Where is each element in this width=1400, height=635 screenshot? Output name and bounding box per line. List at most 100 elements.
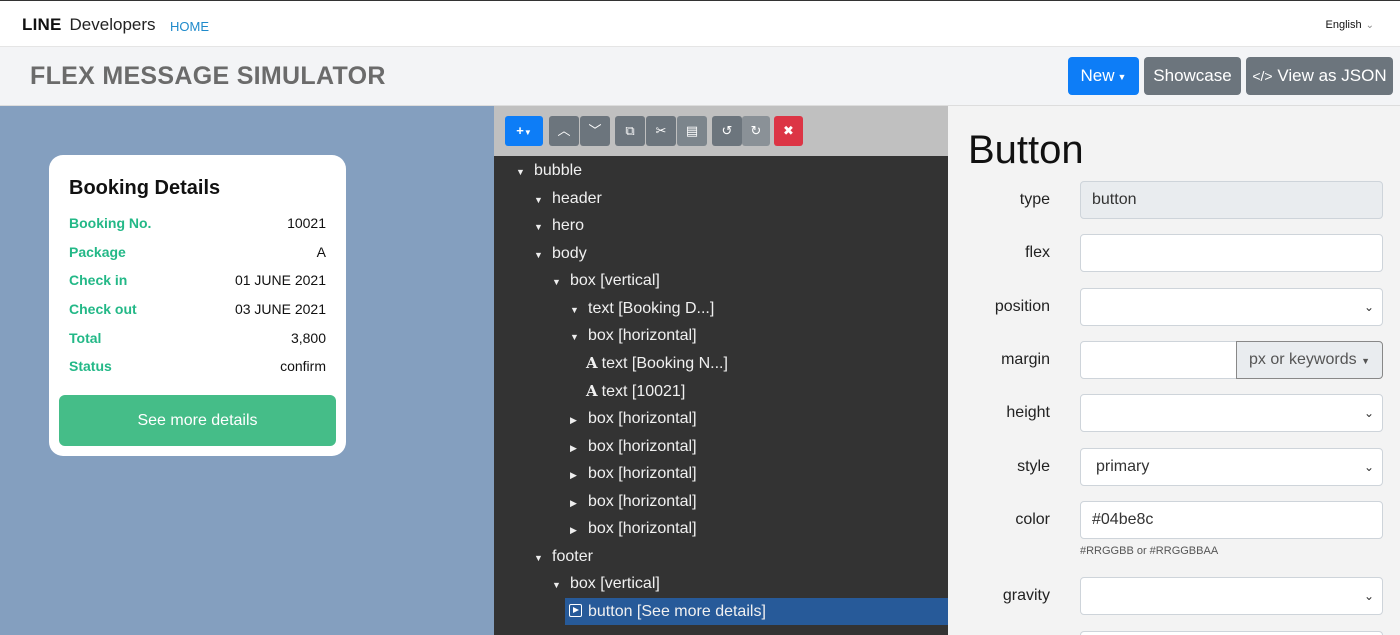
margin-unit-label: px or keywords bbox=[1249, 351, 1357, 368]
move-up-button[interactable]: ︿ bbox=[549, 116, 579, 146]
height-select[interactable]: ⌄ bbox=[1080, 394, 1383, 432]
detail-value: 3,800 bbox=[290, 330, 326, 346]
code-icon: </> bbox=[1252, 68, 1273, 84]
tree-node-label: box [vertical] bbox=[570, 575, 660, 592]
caret-down-icon: ▼ bbox=[534, 553, 543, 563]
caret-down-icon: ▼ bbox=[516, 167, 525, 177]
flex-input[interactable] bbox=[1080, 234, 1383, 272]
page-title: FLEX MESSAGE SIMULATOR bbox=[30, 62, 386, 90]
tree-node-label: hero bbox=[552, 217, 585, 234]
tree-node[interactable]: ▼footer bbox=[534, 543, 593, 570]
redo-icon: ↻ bbox=[750, 123, 762, 138]
position-select[interactable]: ⌄ bbox=[1080, 288, 1383, 326]
tree-node[interactable]: ▼ box [vertical] bbox=[552, 570, 660, 597]
color-hint: #RRGGBB or #RRGGBBAA bbox=[1080, 545, 1219, 557]
margin-unit-dropdown[interactable]: px or keywords ▼ bbox=[1236, 341, 1383, 379]
tree-node-label: box [horizontal] bbox=[588, 438, 697, 455]
gravity-select[interactable]: ⌄ bbox=[1080, 577, 1383, 615]
detail-label: Booking No. bbox=[69, 215, 152, 231]
detail-label: Check in bbox=[69, 272, 128, 288]
caret-down-icon: ▼ bbox=[570, 332, 579, 342]
delete-button[interactable]: ✖ bbox=[774, 116, 803, 146]
detail-label: Status bbox=[69, 358, 112, 374]
paste-icon: ▤ bbox=[685, 123, 699, 138]
detail-value: A bbox=[316, 244, 326, 260]
copy-button[interactable]: ⧉ bbox=[615, 116, 645, 146]
type-row: type button bbox=[948, 181, 1400, 219]
undo-button[interactable]: ↺ bbox=[712, 116, 742, 146]
caret-right-icon: ▶ bbox=[570, 498, 577, 508]
view-json-button[interactable]: </> View as JSON bbox=[1246, 57, 1393, 95]
new-button-label: New bbox=[1080, 66, 1115, 85]
tree-node[interactable]: ▼box [horizontal] bbox=[570, 322, 697, 349]
tree-node-label: text [Booking N...] bbox=[601, 355, 728, 372]
paste-button[interactable]: ▤ bbox=[677, 116, 707, 146]
new-button[interactable]: New▼ bbox=[1068, 57, 1139, 95]
preview-panel: Booking Details Booking No. 10021 Packag… bbox=[0, 106, 494, 635]
detail-value: 10021 bbox=[287, 215, 326, 231]
chevron-down-icon: ⌄ bbox=[1363, 406, 1374, 420]
detail-label: Package bbox=[69, 244, 126, 260]
caret-down-icon: ▼ bbox=[552, 580, 561, 590]
redo-button[interactable]: ↻ bbox=[742, 116, 770, 146]
detail-label: Total bbox=[69, 330, 102, 346]
cut-button[interactable]: ✂ bbox=[646, 116, 676, 146]
move-down-button[interactable]: ﹀ bbox=[580, 116, 610, 146]
tree-node-label: box [horizontal] bbox=[588, 520, 697, 537]
style-select[interactable]: primary ⌄ bbox=[1080, 448, 1383, 486]
chevron-down-icon: ⌄ bbox=[1365, 20, 1374, 31]
text-icon: A bbox=[586, 354, 598, 372]
showcase-button[interactable]: Showcase bbox=[1144, 57, 1241, 95]
properties-panel: Button type button flex position ⌄ margi… bbox=[948, 106, 1400, 635]
tree-node-label: box [horizontal] bbox=[588, 465, 697, 482]
add-component-button[interactable]: +▼ bbox=[505, 116, 543, 146]
flex-bubble-preview: Booking Details Booking No. 10021 Packag… bbox=[49, 155, 346, 456]
type-field: button bbox=[1080, 181, 1383, 219]
chevron-down-icon: ⌄ bbox=[1363, 460, 1374, 474]
color-input[interactable]: #04be8c bbox=[1080, 501, 1383, 539]
caret-right-icon: ▶ bbox=[570, 415, 577, 425]
tree-node[interactable]: ▶box [horizontal] bbox=[570, 515, 697, 542]
chevron-up-icon: ︿ bbox=[557, 123, 571, 138]
detail-value: 01 JUNE 2021 bbox=[234, 272, 326, 288]
tree-node-label: text [Booking D...] bbox=[588, 300, 715, 317]
tree-node[interactable]: ▼bubble bbox=[516, 157, 582, 184]
view-json-label: View as JSON bbox=[1277, 66, 1387, 85]
language-selector[interactable]: English⌄ bbox=[1326, 19, 1374, 31]
brand-line: LINE bbox=[22, 15, 62, 34]
tree-node[interactable]: ▶ box [horizontal] bbox=[570, 405, 697, 432]
type-label: type bbox=[1019, 191, 1050, 208]
tree-node[interactable]: ▼header bbox=[534, 185, 602, 212]
margin-input[interactable] bbox=[1080, 341, 1237, 379]
tree-node[interactable]: ▼hero bbox=[534, 212, 584, 239]
detail-value: 03 JUNE 2021 bbox=[234, 301, 326, 317]
detail-value: confirm bbox=[280, 358, 326, 374]
home-link[interactable]: HOME bbox=[170, 19, 209, 34]
chevron-down-icon: ﹀ bbox=[588, 123, 602, 138]
detail-label: Check out bbox=[69, 301, 137, 317]
tree-node[interactable]: ▼box [vertical] bbox=[552, 267, 660, 294]
see-more-details-button[interactable]: See more details bbox=[59, 395, 336, 446]
flex-row: flex bbox=[948, 234, 1400, 272]
tree-node[interactable]: ▶box [horizontal] bbox=[570, 460, 697, 487]
height-label: height bbox=[1006, 404, 1050, 421]
next-field[interactable] bbox=[1080, 631, 1383, 635]
caret-down-icon: ▼ bbox=[1117, 71, 1127, 82]
tree-node-label: box [vertical] bbox=[570, 272, 660, 289]
style-value: primary bbox=[1096, 458, 1150, 475]
tree-node[interactable]: ▼text [Booking D...] bbox=[570, 295, 714, 322]
tree-node-selected[interactable]: button [See more details] bbox=[565, 598, 948, 625]
tree-node-label: box [horizontal] bbox=[588, 410, 697, 427]
tree-node[interactable]: ▶box [horizontal] bbox=[570, 433, 697, 460]
scissors-icon: ✂ bbox=[655, 123, 667, 138]
chevron-down-icon: ⌄ bbox=[1363, 300, 1374, 314]
tree-node-label: box [horizontal] bbox=[588, 493, 697, 510]
caret-down-icon: ▼ bbox=[534, 250, 543, 260]
tree-node[interactable]: ▶ box [horizontal] bbox=[570, 488, 697, 515]
tree-node[interactable]: ▼body bbox=[534, 240, 587, 267]
text-icon: A bbox=[586, 382, 598, 400]
